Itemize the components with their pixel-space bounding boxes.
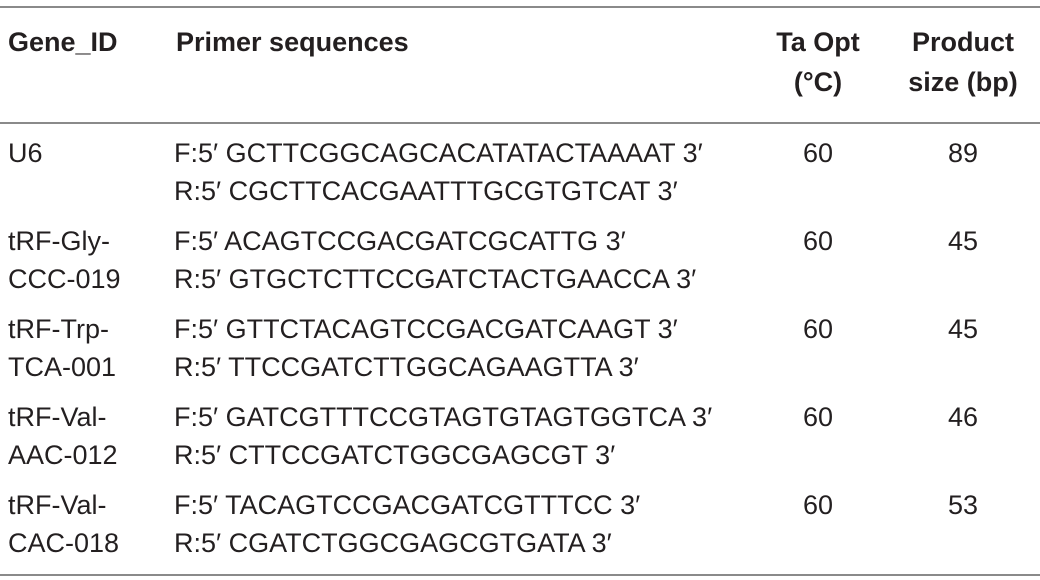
table-row: tRF-Trp- TCA-001 F:5′ GTTCTACAGTCCGACGAT… — [0, 310, 1040, 398]
gene-id-line2: AAC-012 — [8, 440, 118, 470]
product-size-cell: 53 — [947, 490, 979, 520]
primer-cell: F:5′ GCTTCGGCAGCACATATACTAAAAT 3′ R:5′ C… — [174, 134, 703, 210]
header-primer-sequences: Primer sequences — [176, 27, 409, 57]
ta-opt-cell: 60 — [802, 490, 834, 520]
forward-primer: F:5′ GCTTCGGCAGCACATATACTAAAAT 3′ — [174, 138, 703, 168]
gene-id-cell: tRF-Gly- CCC-019 — [8, 222, 121, 298]
header-ta-opt-line1: Ta Opt — [776, 27, 860, 57]
ta-opt-cell: 60 — [802, 226, 834, 256]
header-ta-opt-line2: (°C) — [793, 67, 843, 97]
reverse-primer: R:5′ TTCCGATCTTGGCAGAAGTTA 3′ — [174, 352, 639, 382]
gene-id-line2: CCC-019 — [8, 264, 121, 294]
reverse-primer: R:5′ GTGCTCTTCCGATCTACTGAACCA 3′ — [174, 264, 697, 294]
primer-cell: F:5′ GTTCTACAGTCCGACGATCAAGT 3′ R:5′ TTC… — [174, 310, 678, 386]
gene-id-line1: tRF-Gly- — [8, 226, 110, 256]
primer-cell: F:5′ GATCGTTTCCGTAGTGTAGTGGTCA 3′ R:5′ C… — [174, 398, 712, 474]
gene-id-line1: tRF-Val- — [8, 402, 107, 432]
forward-primer: F:5′ GTTCTACAGTCCGACGATCAAGT 3′ — [174, 314, 678, 344]
table-row: tRF-Val- CAC-018 F:5′ TACAGTCCGACGATCGTT… — [0, 486, 1040, 574]
ta-opt-cell: 60 — [802, 314, 834, 344]
gene-id-line1: tRF-Val- — [8, 490, 107, 520]
gene-id-line2: CAC-018 — [8, 528, 120, 558]
table-bottom-rule — [0, 574, 1040, 576]
header-product-size-line2: size (bp) — [908, 67, 1018, 97]
forward-primer: F:5′ TACAGTCCGACGATCGTTTCC 3′ — [174, 490, 641, 520]
product-size-cell: 45 — [947, 314, 979, 344]
table-row: U6 F:5′ GCTTCGGCAGCACATATACTAAAAT 3′ R:5… — [0, 134, 1040, 222]
header-product-size: Product size (bp) — [898, 22, 1028, 102]
product-size-cell: 45 — [947, 226, 979, 256]
ta-opt-cell: 60 — [802, 138, 834, 168]
gene-id-cell: tRF-Trp- TCA-001 — [8, 310, 116, 386]
primer-cell: F:5′ ACAGTCCGACGATCGCATTG 3′ R:5′ GTGCTC… — [174, 222, 696, 298]
reverse-primer: R:5′ CTTCCGATCTGGCGAGCGT 3′ — [174, 440, 616, 470]
reverse-primer: R:5′ CGCTTCACGAATTTGCGTGTCAT 3′ — [174, 176, 678, 206]
gene-id-line2: TCA-001 — [8, 352, 117, 382]
header-divider-rule — [0, 122, 1040, 124]
gene-id-line1: tRF-Trp- — [8, 314, 109, 344]
table-row: tRF-Gly- CCC-019 F:5′ ACAGTCCGACGATCGCAT… — [0, 222, 1040, 310]
header-product-size-line1: Product — [911, 27, 1014, 57]
header-gene-id: Gene_ID — [8, 27, 118, 57]
header-ta-opt: Ta Opt (°C) — [766, 22, 870, 102]
table-top-rule — [0, 6, 1040, 8]
gene-id-cell: U6 — [8, 134, 43, 172]
product-size-cell: 89 — [947, 138, 979, 168]
product-size-cell: 46 — [947, 402, 979, 432]
gene-id-cell: tRF-Val- CAC-018 — [8, 486, 119, 562]
primer-cell: F:5′ TACAGTCCGACGATCGTTTCC 3′ R:5′ CGATC… — [174, 486, 640, 562]
ta-opt-cell: 60 — [802, 402, 834, 432]
forward-primer: F:5′ GATCGTTTCCGTAGTGTAGTGGTCA 3′ — [174, 402, 713, 432]
gene-id-cell: tRF-Val- AAC-012 — [8, 398, 118, 474]
reverse-primer: R:5′ CGATCTGGCGAGCGTGATA 3′ — [174, 528, 612, 558]
forward-primer: F:5′ ACAGTCCGACGATCGCATTG 3′ — [174, 226, 626, 256]
gene-id-line1: U6 — [8, 138, 43, 168]
table-row: tRF-Val- AAC-012 F:5′ GATCGTTTCCGTAGTGTA… — [0, 398, 1040, 486]
